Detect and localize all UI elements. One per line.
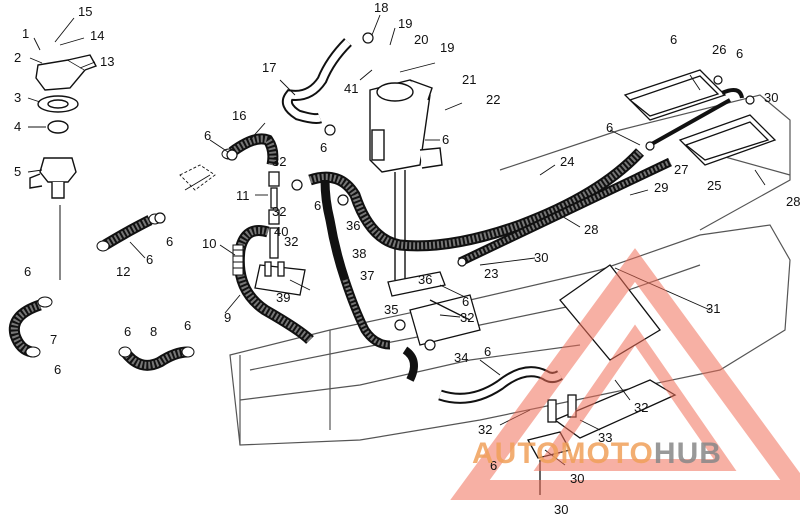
callout-number: 16 <box>232 108 246 123</box>
watermark-part1: AUTO <box>472 437 560 470</box>
callout-number: 31 <box>706 301 720 316</box>
callout-number: 20 <box>414 32 428 47</box>
callout-number: 24 <box>560 154 574 169</box>
tube-29 <box>458 157 672 267</box>
callout-number: 10 <box>202 236 216 251</box>
watermark-text: AUTOMOTOHUB <box>472 437 722 470</box>
callout-number: 13 <box>100 54 114 69</box>
callout-number: 6 <box>124 324 131 339</box>
leader-lines <box>27 14 766 466</box>
callout-number: 41 <box>344 81 358 96</box>
callout-number: 19 <box>440 40 454 55</box>
callout-number: 6 <box>484 344 491 359</box>
hose-17 <box>281 38 352 125</box>
callout-number: 36 <box>418 272 432 287</box>
callout-number: 28 <box>786 194 800 209</box>
callout-number: 30 <box>764 90 778 105</box>
callout-number: 35 <box>384 302 398 317</box>
bracket-35 <box>387 271 481 346</box>
callout-number: 2 <box>14 50 21 65</box>
callout-number: 32 <box>460 310 474 325</box>
callout-number: 40 <box>274 224 288 239</box>
callout-number: 29 <box>654 180 668 195</box>
callout-number: 19 <box>398 16 412 31</box>
callout-number: 18 <box>374 0 388 15</box>
hose-38 <box>320 179 391 350</box>
callout-number: 32 <box>272 154 286 169</box>
callout-number: 6 <box>54 362 61 377</box>
callout-number: 11 <box>236 188 250 203</box>
watermark-part2: MOTO <box>560 437 653 470</box>
callout-number: 32 <box>478 422 492 437</box>
callout-number: 6 <box>670 32 677 47</box>
hose-8 <box>118 346 195 371</box>
clamps <box>154 32 755 351</box>
callout-number: 6 <box>314 198 321 213</box>
thermostat-housing <box>29 54 98 280</box>
callout-number: 17 <box>262 60 276 75</box>
callout-number: 22 <box>486 92 500 107</box>
callout-number: 38 <box>352 246 366 261</box>
hose-23 <box>308 148 645 252</box>
callout-number: 6 <box>184 318 191 333</box>
heat-exchangers <box>623 69 777 166</box>
callout-number: 26 <box>712 42 726 57</box>
callout-number: 27 <box>674 162 688 177</box>
watermark-logo <box>450 248 800 500</box>
callout-number: 6 <box>736 46 743 61</box>
callout-number: 36 <box>346 218 360 233</box>
callout-number: 23 <box>484 266 498 281</box>
callout-number: 6 <box>24 264 31 279</box>
callout-number: 7 <box>50 332 57 347</box>
callout-number: 6 <box>146 252 153 267</box>
callout-number: 30 <box>554 502 568 515</box>
callout-number: 28 <box>584 222 598 237</box>
callout-number: 32 <box>634 400 648 415</box>
callout-number: 8 <box>150 324 157 339</box>
callout-number: 6 <box>462 294 469 309</box>
callout-number: 6 <box>204 128 211 143</box>
callout-number: 6 <box>320 140 327 155</box>
callout-number: 4 <box>14 119 21 134</box>
callout-number: 3 <box>14 90 21 105</box>
callout-number: 5 <box>14 164 21 179</box>
fitting-11-40 <box>254 171 306 296</box>
callout-number: 12 <box>116 264 130 279</box>
callout-number: 30 <box>570 471 584 486</box>
callout-number: 21 <box>462 72 476 87</box>
callout-number: 33 <box>598 430 612 445</box>
watermark-part3: HUB <box>654 437 722 470</box>
callout-number: 9 <box>224 310 231 325</box>
callout-number: 14 <box>90 28 104 43</box>
hose-12 <box>96 213 162 252</box>
water-pump-block <box>369 79 443 280</box>
callout-number: 25 <box>707 178 721 193</box>
callout-number: 6 <box>606 120 613 135</box>
callout-number: 6 <box>490 458 497 473</box>
callout-number: 32 <box>284 234 298 249</box>
callout-number: 37 <box>360 268 374 283</box>
callout-number: 30 <box>534 250 548 265</box>
callout-number: 34 <box>454 350 468 365</box>
hose-7 <box>8 296 53 358</box>
hose-9 <box>232 225 314 345</box>
callout-number: 6 <box>166 234 173 249</box>
callout-number: 39 <box>276 290 290 305</box>
callout-number: 1 <box>22 26 29 41</box>
callout-number: 15 <box>78 4 92 19</box>
callout-number: 6 <box>442 132 449 147</box>
callout-number: 32 <box>272 204 286 219</box>
